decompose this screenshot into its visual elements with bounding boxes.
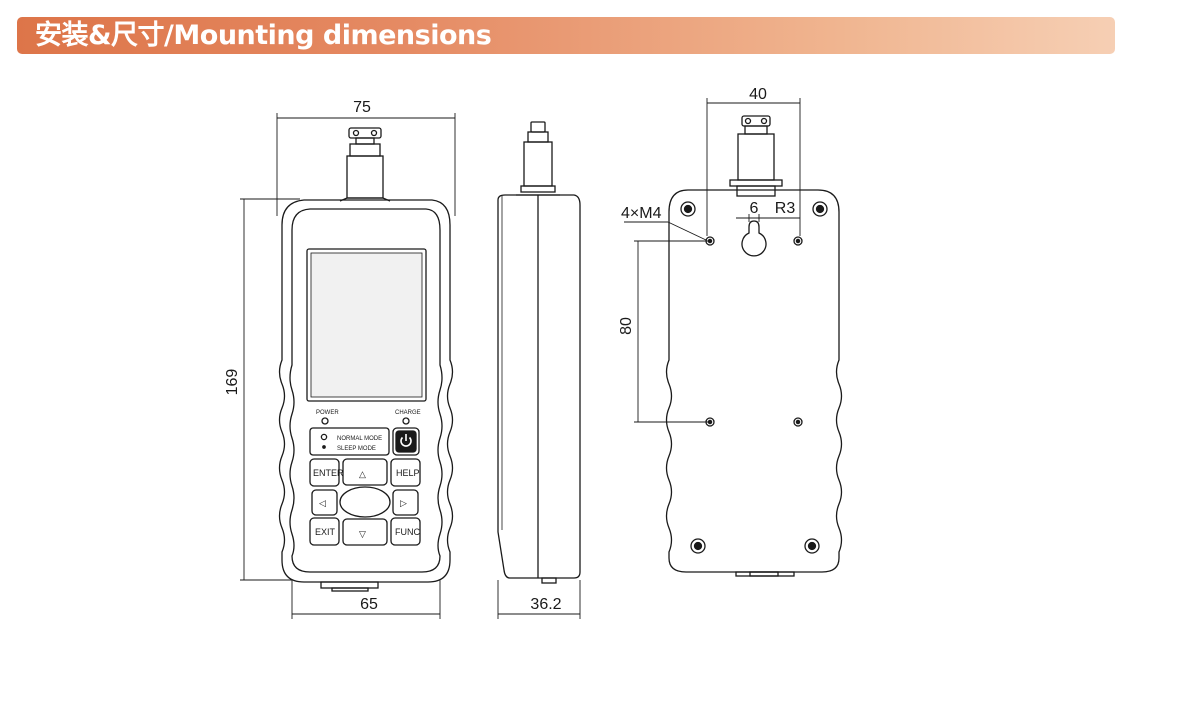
svg-text:FUNC: FUNC: [395, 527, 420, 537]
dim-hole-spacing-h: 40: [749, 86, 767, 103]
left-arrow-icon: ◁: [319, 498, 326, 508]
section-title: 安装&尺寸/Mounting dimensions: [35, 20, 492, 51]
front-connector: [339, 127, 391, 202]
back-screw-top-right: [812, 201, 828, 217]
back-screw-bottom-left: [690, 538, 706, 554]
svg-text:ENTER: ENTER: [313, 468, 344, 478]
dim-width-bottom: 65: [360, 596, 378, 613]
dim-slot-radius: R3: [775, 200, 796, 217]
power-label: POWER: [316, 410, 339, 416]
mode-panel: [309, 427, 390, 456]
side-body-outline: [497, 194, 581, 579]
dim-slot-width: 6: [750, 200, 759, 217]
front-bottom-port: [320, 581, 379, 589]
back-body-outline: [665, 189, 843, 573]
right-arrow-icon: ▷: [400, 498, 407, 508]
sleep-mode-led-icon: [322, 445, 326, 449]
side-bottom-port: [541, 577, 557, 584]
enter-key[interactable]: ENTER: [309, 458, 344, 487]
power-button[interactable]: [392, 427, 420, 456]
charge-led-icon: [402, 417, 410, 425]
normal-mode-led-icon: [320, 433, 328, 441]
dim-width-top: 75: [353, 99, 371, 116]
right-key[interactable]: ▷: [392, 489, 419, 516]
front-bezel-inner: [289, 208, 443, 573]
back-screw-top-left: [680, 201, 696, 217]
normal-mode-label: NORMAL MODE: [337, 436, 382, 442]
dim-height: 169: [224, 369, 241, 396]
dim-depth: 36.2: [530, 596, 561, 613]
help-key[interactable]: HELP: [390, 458, 421, 487]
screw-label: 4×M4: [621, 205, 662, 222]
svg-text:HELP: HELP: [396, 468, 420, 478]
sleep-mode-label: SLEEP MODE: [337, 446, 376, 452]
exit-key[interactable]: EXIT: [309, 517, 340, 546]
back-view: 40 6 R3 4×M4 80: [618, 86, 843, 577]
mount-hole-top-right: [793, 236, 803, 246]
section-header-bar: 安装&尺寸/Mounting dimensions: [17, 17, 1115, 54]
up-arrow-icon: △: [359, 469, 366, 479]
svg-text:EXIT: EXIT: [315, 527, 336, 537]
back-screw-bottom-right: [804, 538, 820, 554]
down-arrow-icon: ▽: [359, 529, 366, 539]
charge-label: CHARGE: [395, 410, 421, 416]
func-key[interactable]: FUNC: [390, 517, 421, 546]
front-screen: [306, 248, 427, 402]
side-view: 36.2: [497, 121, 581, 619]
front-view: POWER CHARGE NORMAL MODE SLEEP MODE ENTE…: [224, 99, 456, 619]
mount-hole-bottom-right: [793, 417, 803, 427]
keyhole-slot: [741, 220, 767, 257]
down-key[interactable]: ▽: [342, 518, 388, 546]
mount-hole-bottom-left: [705, 417, 715, 427]
center-key[interactable]: [339, 486, 391, 518]
front-body-outline: [278, 199, 454, 583]
up-key[interactable]: △: [342, 458, 388, 486]
dim-hole-spacing-v: 80: [618, 317, 635, 335]
left-key[interactable]: ◁: [311, 489, 338, 516]
power-led-icon: [321, 417, 329, 425]
